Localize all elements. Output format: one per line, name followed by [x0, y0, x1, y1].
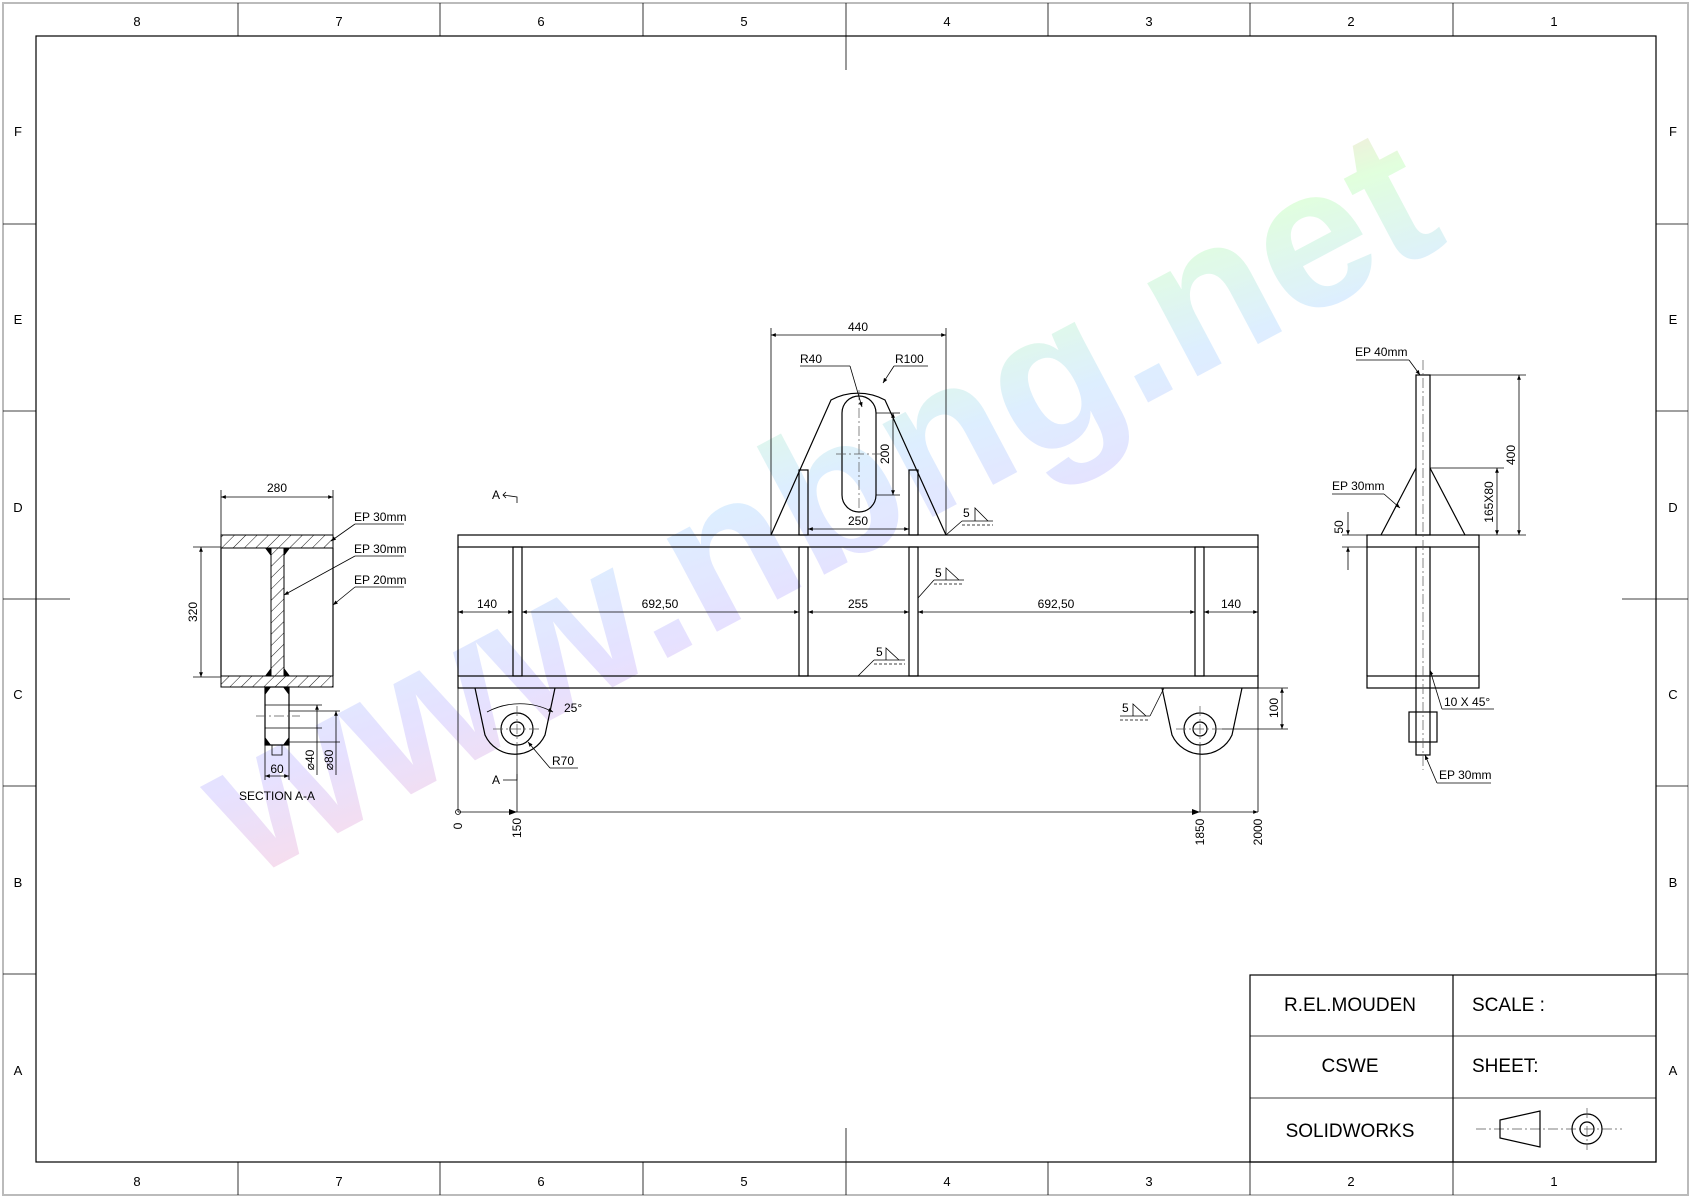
ordinate-1850: 1850	[1193, 818, 1207, 845]
svg-text:5: 5	[963, 506, 970, 520]
front-view: A A 440 R40 R100 200 250 5	[451, 320, 1288, 845]
weld-symbol: 5	[917, 566, 964, 599]
col-label: 5	[740, 14, 747, 29]
row-label: C	[13, 687, 22, 702]
lug-label: EP 30mm	[1439, 768, 1491, 782]
svg-text:5: 5	[876, 645, 883, 659]
dim-692-left: 692,50	[642, 597, 679, 611]
flange-label: EP 30mm	[354, 510, 406, 524]
col-label: 1	[1550, 1174, 1557, 1189]
ordinate-2000: 2000	[1251, 818, 1265, 845]
section-height-dim: 320	[186, 602, 200, 622]
row-label: B	[1669, 875, 1678, 890]
col-label: 8	[133, 1174, 140, 1189]
org-cell: CSWE	[1322, 1056, 1379, 1077]
lug-radius-label: R70	[552, 754, 574, 768]
section-view: 280 320 EP 30mm EP 30mm EP 20mm 60 ⌀40 ⌀…	[186, 481, 406, 803]
dim-255: 255	[848, 597, 868, 611]
top-plate-label: EP 40mm	[1355, 345, 1407, 359]
section-width-dim: 280	[267, 481, 287, 495]
projection-symbol-icon	[1476, 1108, 1622, 1150]
gusset-size-dim: 165X80	[1482, 481, 1496, 523]
side-view: 400 165X80 50 EP 40mm EP 30mm 10 X 45° E…	[1332, 345, 1526, 784]
row-label: A	[14, 1063, 23, 1078]
dim-692-right: 692,50	[1038, 597, 1075, 611]
software-cell: SOLIDWORKS	[1286, 1121, 1415, 1142]
outer-radius-label: R100	[895, 352, 924, 366]
ordinate-0: 0	[451, 822, 465, 829]
row-label: E	[14, 312, 23, 327]
outer-dia-dim: ⌀80	[322, 749, 336, 770]
lug-top-width-dim: 440	[848, 320, 868, 334]
col-label: 6	[537, 14, 544, 29]
row-label: D	[13, 500, 22, 515]
inner-radius-label: R40	[800, 352, 822, 366]
svg-text:5: 5	[935, 566, 942, 580]
col-label: 7	[335, 14, 342, 29]
col-label: 2	[1347, 14, 1354, 29]
side-height-dim: 400	[1504, 445, 1518, 465]
ordinate-150: 150	[510, 818, 524, 838]
cut-mark-top: A	[492, 488, 500, 502]
title-block: R.EL.MOUDEN CSWE SOLIDWORKS SCALE : SHEE…	[1249, 974, 1657, 1163]
col-label: 3	[1145, 14, 1152, 29]
row-label: B	[14, 875, 23, 890]
web-label: EP 30mm	[354, 542, 406, 556]
col-label: 4	[943, 14, 950, 29]
weld-symbol: 5	[1120, 687, 1165, 721]
weld-symbol: 5	[857, 645, 905, 677]
drawing-frame: 8 7 6 5 4 3 2 1 8 7 6 5 4 3 2 1 F E D C …	[3, 3, 1688, 1195]
section-title: SECTION A-A	[239, 789, 315, 803]
plate-label: EP 20mm	[354, 573, 406, 587]
row-label: F	[1669, 124, 1677, 139]
svg-text:5: 5	[1122, 701, 1129, 715]
dim-140-right: 140	[1221, 597, 1241, 611]
col-label: 8	[133, 14, 140, 29]
scale-label: SCALE :	[1472, 995, 1545, 1016]
row-label: D	[1668, 500, 1677, 515]
offset-dim: 50	[1332, 520, 1346, 534]
col-label: 5	[740, 1174, 747, 1189]
sheet-label: SHEET:	[1472, 1056, 1539, 1077]
lug-height-dim: 100	[1267, 698, 1281, 718]
row-label: A	[1669, 1063, 1678, 1078]
row-label: E	[1669, 312, 1678, 327]
col-label: 3	[1145, 1174, 1152, 1189]
weld-symbol: 5	[945, 506, 993, 536]
col-label: 7	[335, 1174, 342, 1189]
col-label: 1	[1550, 14, 1557, 29]
slot-length-dim: 200	[878, 444, 892, 464]
lug-width-dim: 60	[270, 762, 284, 776]
col-label: 6	[537, 1174, 544, 1189]
row-label: C	[1668, 687, 1677, 702]
cut-mark-bottom: A	[492, 773, 500, 787]
plates-gap-dim: 250	[848, 514, 868, 528]
hole-dia-dim: ⌀40	[303, 749, 317, 770]
lug-angle-label: 25°	[564, 701, 582, 715]
col-label: 2	[1347, 1174, 1354, 1189]
row-label: F	[14, 124, 22, 139]
col-label: 4	[943, 1174, 950, 1189]
dim-140-left: 140	[477, 597, 497, 611]
gusset-label: EP 30mm	[1332, 479, 1384, 493]
chamfer-label: 10 X 45°	[1444, 695, 1490, 709]
author-cell: R.EL.MOUDEN	[1284, 995, 1416, 1016]
